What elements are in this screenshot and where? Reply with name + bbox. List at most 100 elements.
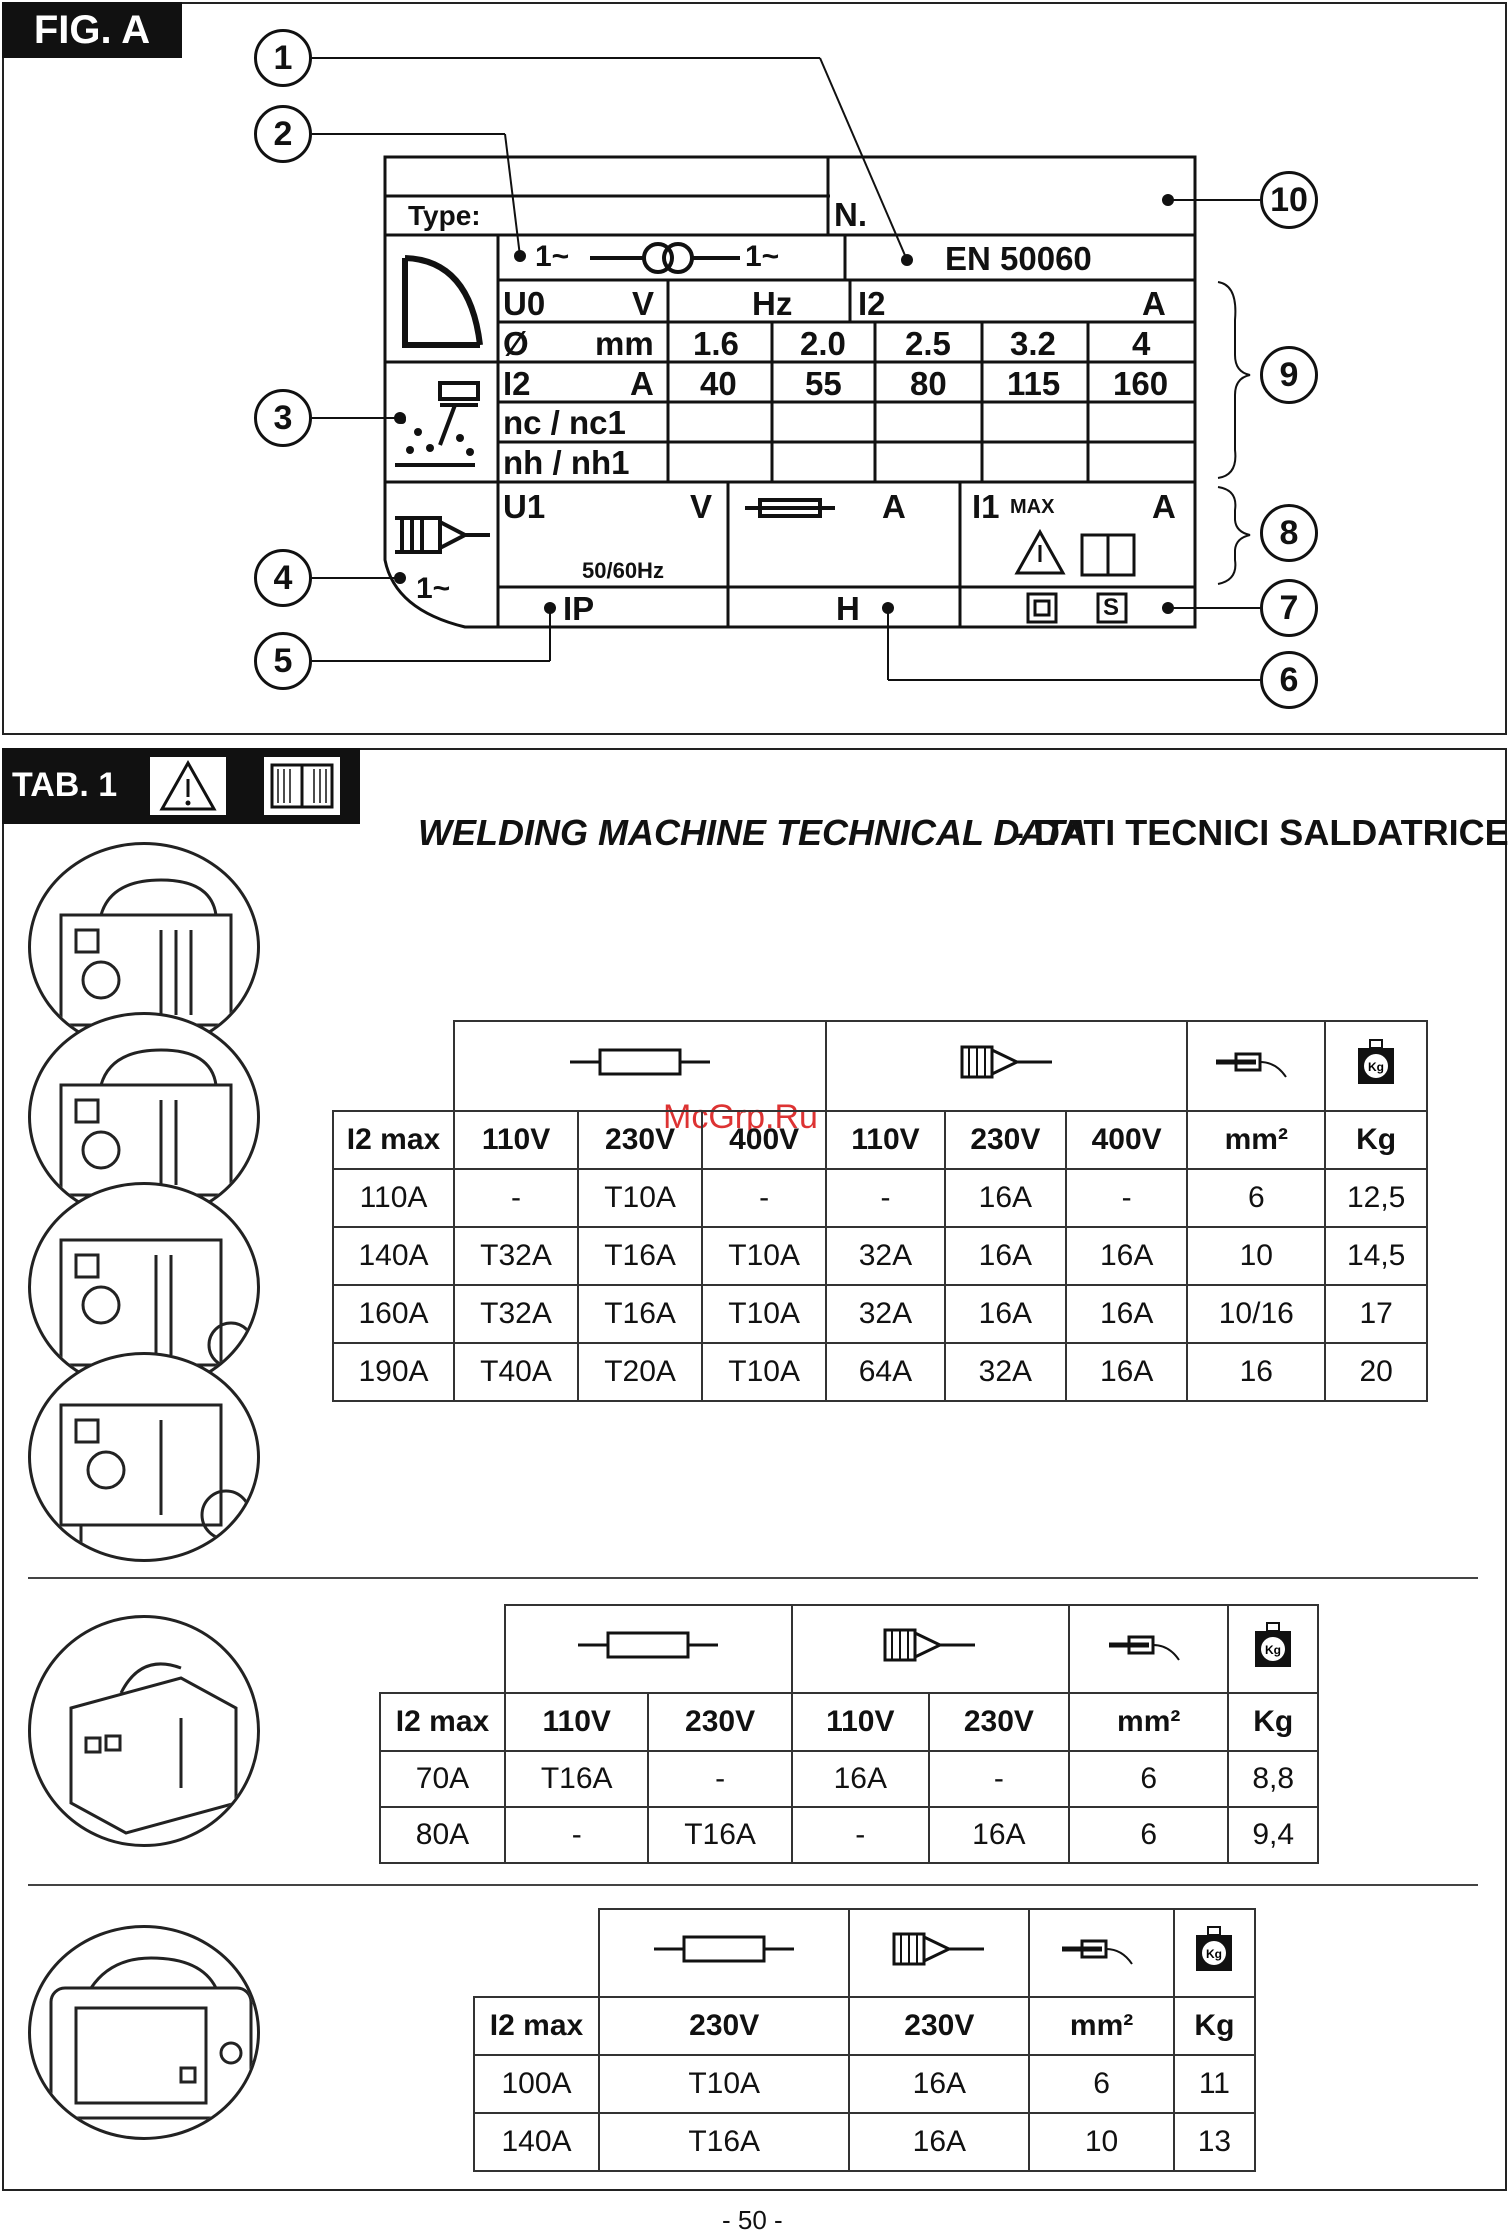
table-cell: 13	[1172, 2112, 1257, 2172]
plate-current-1: 40	[700, 365, 737, 402]
plate-dia-5: 4	[1132, 325, 1151, 362]
plate-phase: 1~	[416, 572, 451, 605]
tab1-title-it: - DATI TECNICI SALDATRICE	[1012, 812, 1509, 853]
machine-illustration-4	[28, 1352, 260, 1562]
plate-s-mark: S	[1103, 594, 1120, 621]
t2-h-kg: Kg	[1227, 1692, 1319, 1752]
plug-icon	[883, 1628, 976, 1662]
rating-plate	[312, 57, 1260, 681]
table-cell: 110A	[332, 1168, 455, 1228]
table-cell: -	[503, 1806, 650, 1864]
plate-dia-3: 2.5	[905, 325, 951, 362]
table-cell: 10	[1028, 2112, 1175, 2172]
plate-nc-label: nc / nc1	[503, 404, 626, 441]
table-cell: 140A	[332, 1226, 455, 1286]
t2-h-plug-110: 110V	[790, 1692, 930, 1752]
t3-h-mm2: mm²	[1028, 1996, 1175, 2056]
page-number: - 50 -	[722, 2205, 783, 2235]
plate-i1-max: MAX	[1010, 496, 1055, 518]
plug-icon-cell	[790, 1604, 1070, 1694]
plate-dia-4: 3.2	[1010, 325, 1056, 362]
fig-a-tag: FIG. A	[2, 2, 182, 58]
table-cell: 6	[1028, 2054, 1175, 2114]
t3-h-fuse-230: 230V	[597, 1996, 851, 2056]
callout-10: 10	[1260, 171, 1318, 229]
plate-u1: U1	[503, 488, 546, 525]
plate-u0: U0	[503, 285, 546, 322]
table-cell: T10A	[701, 1342, 828, 1402]
plate-i1: I1	[972, 488, 1000, 525]
weight-icon-text: Kg	[1368, 1060, 1384, 1074]
t1-h-plug-400: 400V	[1064, 1110, 1189, 1170]
cable-icon-cell	[1186, 1020, 1327, 1112]
callout-6: 6	[1260, 651, 1318, 709]
t2-h-fuse-110: 110V	[503, 1692, 650, 1752]
table-cell: 16A	[943, 1284, 1068, 1344]
table-cell: 32A	[825, 1284, 946, 1344]
table-cell: -	[1064, 1168, 1189, 1228]
cable-icon	[1216, 1052, 1288, 1078]
table3-blank	[474, 1909, 599, 1997]
table-cell: 12,5	[1324, 1168, 1428, 1228]
table-cell: T16A	[647, 1806, 793, 1864]
table-cell: 16A	[1064, 1284, 1189, 1344]
t1-h-fuse-230: 230V	[577, 1110, 704, 1170]
table-cell: T40A	[452, 1342, 580, 1402]
table-cell: -	[790, 1806, 930, 1864]
table-cell: 16A	[943, 1226, 1068, 1286]
t2-h-fuse-230: 230V	[647, 1692, 793, 1752]
callout-3: 3	[254, 389, 312, 447]
manual-book-icon	[262, 755, 342, 817]
table-cell: T10A	[701, 1284, 828, 1344]
t2-h-imax: I2 max	[379, 1692, 506, 1752]
table-cell: 20	[1324, 1342, 1428, 1402]
table-cell: T20A	[577, 1342, 704, 1402]
warning-icon	[148, 755, 228, 817]
table-cell: 6	[1067, 1806, 1230, 1864]
weight-icon: Kg	[1358, 1039, 1395, 1084]
table-cell: 17	[1324, 1284, 1428, 1344]
table-cell: 16	[1186, 1342, 1327, 1402]
table-cell: T16A	[503, 1750, 650, 1808]
callout-8: 8	[1260, 504, 1318, 562]
table-cell: 16A	[848, 2112, 1031, 2172]
t1-h-plug-110: 110V	[825, 1110, 946, 1170]
table-cell: 11	[1172, 2054, 1257, 2114]
table-cell: T10A	[597, 2054, 851, 2114]
t1-h-mm2: mm²	[1186, 1110, 1327, 1170]
callout-5: 5	[254, 632, 312, 690]
fig-a-frame	[2, 2, 1507, 735]
cable-icon-cell	[1067, 1604, 1230, 1694]
callout-4: 4	[254, 549, 312, 607]
plate-i2-unit: A	[1142, 285, 1166, 322]
table-cell: T32A	[452, 1226, 580, 1286]
table-cell: 16A	[1064, 1342, 1189, 1402]
table-cell: 140A	[473, 2112, 600, 2172]
fuse-icon	[654, 1935, 795, 1963]
data-table-2: Kg I2 max 110V 230V 110V 230V mm² Kg 70A…	[379, 1604, 1319, 1864]
table-cell: -	[647, 1750, 793, 1808]
plate-i2-row-label: I2	[503, 365, 531, 402]
t1-h-plug-230: 230V	[943, 1110, 1068, 1170]
table-cell: 16A	[848, 2054, 1031, 2114]
plate-ip: IP	[563, 590, 595, 627]
plate-standard: EN 50060	[945, 240, 1092, 277]
t1-h-kg: Kg	[1324, 1110, 1428, 1170]
plug-icon-cell	[848, 1908, 1031, 1998]
table-cell: 6	[1067, 1750, 1230, 1808]
plate-symbol-in: 1~	[535, 240, 570, 273]
plate-h: H	[836, 590, 860, 627]
table-cell: 14,5	[1324, 1226, 1428, 1286]
plate-dia-unit: mm	[595, 325, 654, 362]
table-cell: 32A	[825, 1226, 946, 1286]
machine-illustration-6	[28, 1925, 260, 2140]
data-table-1: Kg I2 max 110V 230V 400V 110V 230V 400V …	[332, 1020, 1428, 1402]
plate-i2-row-unit: A	[630, 365, 654, 402]
tab1-tag: TAB. 1	[12, 766, 118, 804]
